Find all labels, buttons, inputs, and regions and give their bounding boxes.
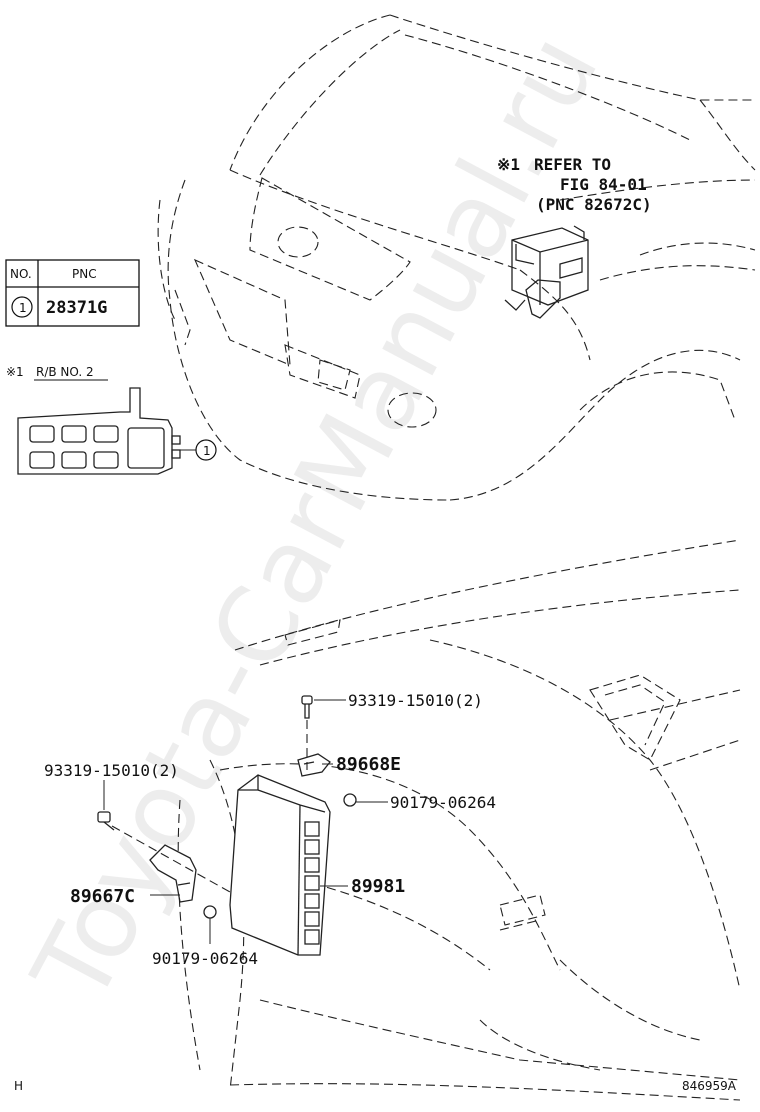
part-label-bracket-left: 89667C [70,886,135,907]
refer-note-mark: ※1 [497,155,520,174]
relay-block-callout: 1 [203,444,211,458]
pnc-table: NO. PNC 1 28371G [5,259,140,327]
part-label-bolt-left: 93319-15010(2) [44,761,179,780]
pnc-table-row-pnc: 28371G [46,298,107,318]
nut-right [343,793,357,807]
refer-note-line2: FIG 84-01 [560,175,647,194]
part-label-nut-left: 90179-06264 [152,949,258,968]
pnc-table-header-no: NO. [10,267,32,281]
relay-block-label: R/B NO. 2 [36,365,94,379]
refer-note-line1: REFER TO [534,155,611,174]
relay-block-diagram: ※1 R/B NO. 2 1 [6,365,217,475]
bracket-89667c [149,844,197,903]
pnc-table-row-no: 1 [19,301,27,315]
pnc-table-header-pnc: PNC [72,267,97,281]
ecu-unit-89981 [229,774,331,956]
part-label-ecu: 89981 [351,876,405,897]
footer-figure-id: 846959A [682,1079,737,1093]
part-label-bracket-right: 89668E [336,754,401,775]
part-label-bolt-top: 93319-15010(2) [348,691,483,710]
bracket-89668e [297,753,331,777]
part-label-nut-right: 90179-06264 [390,793,496,812]
relay-block-mark: ※1 [6,365,24,379]
refer-note-line3: (PNC 82672C) [536,195,652,214]
vehicle-interior-illustration [177,539,741,1101]
nut-left [203,905,217,919]
footer-left-code: H [14,1079,23,1093]
bolt-top [301,695,313,770]
refer-note: ※1 REFER TO FIG 84-01 (PNC 82672C) [497,155,652,214]
vehicle-front-illustration [157,14,756,501]
leader-lines [103,699,388,944]
bolt-left [97,811,231,893]
